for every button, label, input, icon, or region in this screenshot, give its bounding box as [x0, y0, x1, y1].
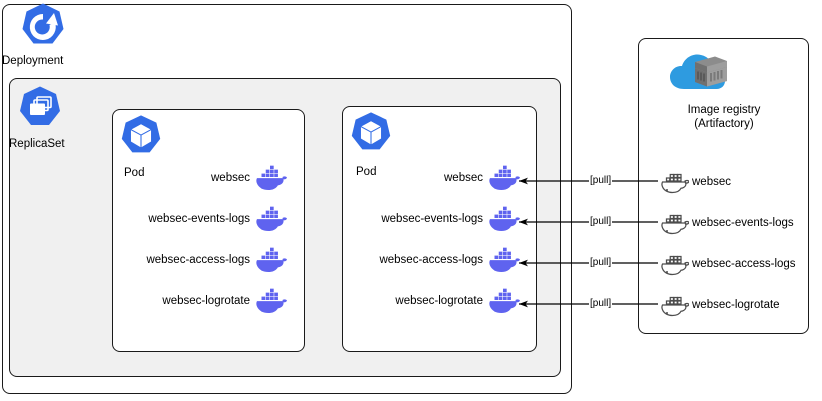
edge-label-2: [pull] — [589, 216, 613, 227]
k8s-pod-icon-1 — [117, 113, 165, 161]
docker-icon-p2-3 — [486, 245, 520, 273]
docker-icon-p2-2 — [486, 204, 520, 232]
pod1-container-label-3: websec-access-logs — [146, 254, 250, 266]
k8s-deployment-icon — [18, 2, 68, 52]
pod1-container-label-4: websec-logrotate — [162, 295, 250, 307]
k8s-pod-icon-2 — [347, 110, 395, 158]
docker-icon-p1-2 — [253, 204, 287, 232]
pod2-container-label-3: websec-access-logs — [379, 254, 483, 266]
pod2-container-label-1: websec — [444, 172, 483, 184]
registry-title-line2: (Artifactory) — [694, 118, 754, 130]
docker-icon-p1-4 — [253, 286, 287, 314]
registry-title-line1: Image registry — [687, 104, 761, 116]
edge-label-4: [pull] — [589, 298, 613, 309]
registry-image-label-1: websec — [692, 176, 731, 188]
registry-image-label-4: websec-logrotate — [692, 299, 780, 311]
docker-icon-p2-4 — [486, 286, 520, 314]
docker-icon-p1-1 — [253, 163, 287, 191]
pod-label-1: Pod — [124, 167, 145, 179]
pod1-container-label-2: websec-events-logs — [148, 213, 250, 225]
docker-outline-icon-1 — [659, 168, 689, 194]
pod1-container-label-1: websec — [211, 172, 250, 184]
docker-outline-icon-4 — [659, 291, 689, 317]
registry-image-label-3: websec-access-logs — [692, 258, 796, 270]
replicaset-label: ReplicaSet — [9, 138, 65, 150]
k8s-replicaset-icon — [15, 84, 65, 134]
docker-icon-p1-3 — [253, 245, 287, 273]
edge-label-1: [pull] — [589, 175, 613, 186]
registry-image-label-2: websec-events-logs — [692, 217, 794, 229]
docker-icon-p2-1 — [486, 163, 520, 191]
docker-outline-icon-3 — [659, 250, 689, 276]
pod2-container-label-4: websec-logrotate — [395, 295, 483, 307]
cloud-registry-icon — [667, 50, 729, 102]
docker-outline-icon-2 — [659, 209, 689, 235]
pod-label-2: Pod — [356, 166, 377, 178]
image-registry-box — [638, 38, 809, 334]
pod2-container-label-2: websec-events-logs — [381, 213, 483, 225]
edge-label-3: [pull] — [589, 257, 613, 268]
deployment-label: Deployment — [2, 55, 64, 67]
